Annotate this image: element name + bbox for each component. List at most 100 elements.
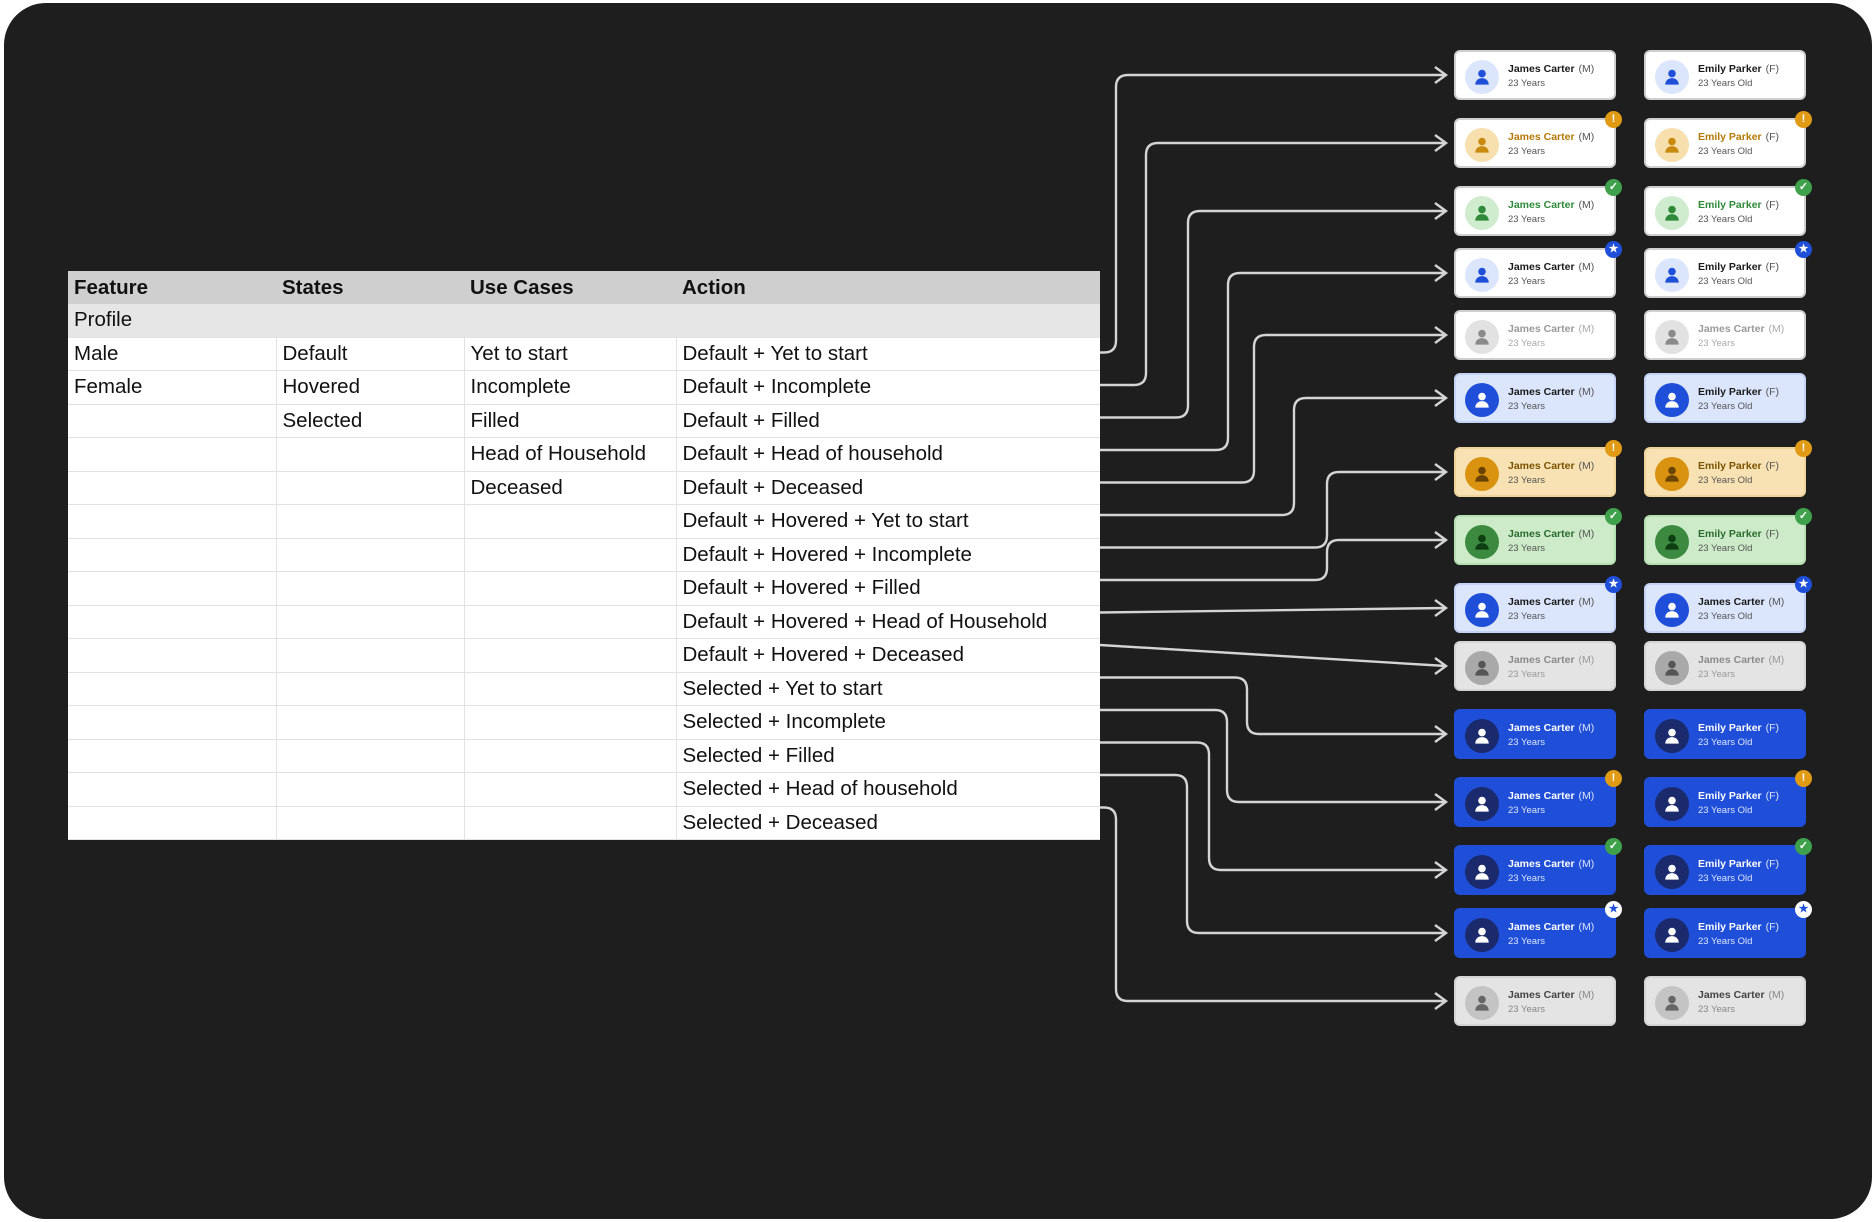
avatar — [1465, 719, 1499, 753]
profile-card-male[interactable]: James Carter(M)23 Years — [1454, 310, 1616, 360]
arrowhead-icon — [1434, 531, 1449, 549]
profile-card-female[interactable]: Emily Parker(F)23 Years Old! — [1644, 111, 1812, 168]
profile-card-female[interactable]: James Carter(M)23 Years — [1644, 641, 1806, 691]
profile-card-male[interactable]: James Carter(M)23 Years — [1454, 50, 1616, 100]
profile-name: James Carter(M) — [1508, 460, 1594, 472]
cell-state — [276, 705, 465, 740]
profile-name-text: James Carter — [1698, 323, 1765, 335]
profile-age: 23 Years — [1508, 805, 1545, 816]
profile-age: 23 Years — [1508, 873, 1545, 884]
avatar — [1655, 787, 1689, 821]
arrowhead-icon — [1434, 134, 1449, 152]
profile-name-text: James Carter — [1508, 528, 1575, 540]
cell-action: Default + Hovered + Head of Household — [676, 605, 1100, 639]
connector-line — [1100, 676, 1446, 736]
profile-age: 23 Years Old — [1698, 611, 1753, 622]
profile-card-male[interactable]: James Carter(M)23 Years — [1454, 373, 1616, 423]
profile-card-female[interactable]: Emily Parker(F)23 Years Old✓ — [1644, 838, 1812, 895]
profile-card-male[interactable]: James Carter(M)23 Years — [1454, 709, 1616, 759]
profile-card-male[interactable]: James Carter(M)23 Years — [1454, 641, 1616, 691]
profile-card-male[interactable]: James Carter(M)23 Years✓ — [1454, 179, 1622, 236]
table-row: Default + Hovered + Head of Household — [68, 605, 1100, 639]
profile-name-text: Emily Parker — [1698, 63, 1762, 75]
profile-card-female[interactable]: Emily Parker(F)23 Years Old — [1644, 373, 1806, 423]
cell-feature — [68, 672, 277, 706]
profile-card-male[interactable]: James Carter(M)23 Years! — [1454, 111, 1622, 168]
profile-name: Emily Parker(F) — [1698, 131, 1779, 143]
person-icon — [1663, 795, 1681, 813]
head-of-household-star-icon: ★ — [1795, 901, 1812, 918]
section-spacer — [464, 304, 676, 338]
profile-age: 23 Years — [1508, 669, 1545, 680]
profile-gender: (F) — [1765, 858, 1780, 870]
avatar — [1465, 258, 1499, 292]
profile-card-female[interactable]: Emily Parker(F)23 Years Old★ — [1644, 241, 1812, 298]
check-badge-icon: ✓ — [1605, 838, 1622, 855]
connector-line — [1100, 741, 1446, 872]
avatar — [1465, 196, 1499, 230]
cell-action: Default + Deceased — [676, 471, 1100, 505]
person-icon — [1663, 328, 1681, 346]
profile-card-male[interactable]: James Carter(M)23 Years★ — [1454, 576, 1622, 633]
person-icon — [1663, 533, 1681, 551]
person-icon — [1663, 391, 1681, 409]
profile-card-female[interactable]: Emily Parker(F)23 Years Old — [1644, 50, 1806, 100]
profile-name-text: Emily Parker — [1698, 858, 1762, 870]
profile-name: James Carter(M) — [1508, 199, 1594, 211]
profile-name-text: James Carter — [1508, 261, 1575, 273]
cell-feature — [68, 605, 277, 639]
cell-feature — [68, 437, 277, 472]
profile-card-female[interactable]: James Carter(M)23 Years Old★ — [1644, 576, 1812, 633]
profile-name-text: Emily Parker — [1698, 199, 1762, 211]
profile-card-male[interactable]: James Carter(M)23 Years! — [1454, 770, 1622, 827]
profile-card-male[interactable]: James Carter(M)23 Years! — [1454, 440, 1622, 497]
profile-card-male[interactable]: James Carter(M)23 Years★ — [1454, 241, 1622, 298]
avatar — [1465, 383, 1499, 417]
cell-action: Default + Filled — [676, 404, 1100, 438]
profile-age: 23 Years Old — [1698, 805, 1753, 816]
profile-gender: (M) — [1578, 131, 1595, 143]
profile-card-female[interactable]: James Carter(M)23 Years — [1644, 976, 1806, 1026]
profile-gender: (M) — [1578, 790, 1595, 802]
profile-name: Emily Parker(F) — [1698, 790, 1779, 802]
cell-action: Default + Hovered + Incomplete — [676, 538, 1100, 572]
spec-table: Feature States Use Cases Action Profile … — [68, 271, 1100, 840]
head-of-household-star-icon: ★ — [1795, 576, 1812, 593]
profile-gender: (M) — [1578, 460, 1595, 472]
profile-name: James Carter(M) — [1698, 654, 1784, 666]
cell-state — [276, 672, 465, 706]
profile-gender: (M) — [1578, 261, 1595, 273]
profile-card-female[interactable]: Emily Parker(F)23 Years Old! — [1644, 440, 1812, 497]
head-of-household-star-icon: ★ — [1605, 901, 1622, 918]
profile-card-male[interactable]: James Carter(M)23 Years✓ — [1454, 838, 1622, 895]
profile-age: 23 Years — [1698, 338, 1735, 349]
cell-feature — [68, 404, 277, 438]
cell-state — [276, 571, 465, 606]
profile-card-male[interactable]: James Carter(M)23 Years✓ — [1454, 508, 1622, 565]
cell-state: Selected — [276, 404, 465, 438]
cell-use-case — [464, 638, 677, 673]
cell-state — [276, 739, 465, 773]
profile-card-male[interactable]: James Carter(M)23 Years★ — [1454, 901, 1622, 958]
profile-card-female[interactable]: Emily Parker(F)23 Years Old! — [1644, 770, 1812, 827]
profile-card-female[interactable]: Emily Parker(F)23 Years Old★ — [1644, 901, 1812, 958]
profile-gender: (M) — [1578, 654, 1595, 666]
arrowhead-icon — [1434, 599, 1449, 617]
profile-card-female[interactable]: Emily Parker(F)23 Years Old — [1644, 709, 1806, 759]
person-icon — [1663, 659, 1681, 677]
head-of-household-star-icon: ★ — [1795, 241, 1812, 258]
profile-card-female[interactable]: James Carter(M)23 Years — [1644, 310, 1806, 360]
connector-line — [1099, 606, 1447, 614]
profile-card-male[interactable]: James Carter(M)23 Years — [1454, 976, 1616, 1026]
profile-card-female[interactable]: Emily Parker(F)23 Years Old✓ — [1644, 508, 1812, 565]
profile-card-female[interactable]: Emily Parker(F)23 Years Old✓ — [1644, 179, 1812, 236]
profile-gender: (F) — [1765, 528, 1780, 540]
cell-feature — [68, 739, 277, 773]
table-row: Default + Hovered + Deceased — [68, 638, 1100, 673]
avatar — [1655, 918, 1689, 952]
cell-state — [276, 471, 465, 505]
cell-state — [276, 638, 465, 673]
profile-gender: (F) — [1765, 261, 1780, 273]
cell-action: Default + Yet to start — [676, 337, 1100, 371]
